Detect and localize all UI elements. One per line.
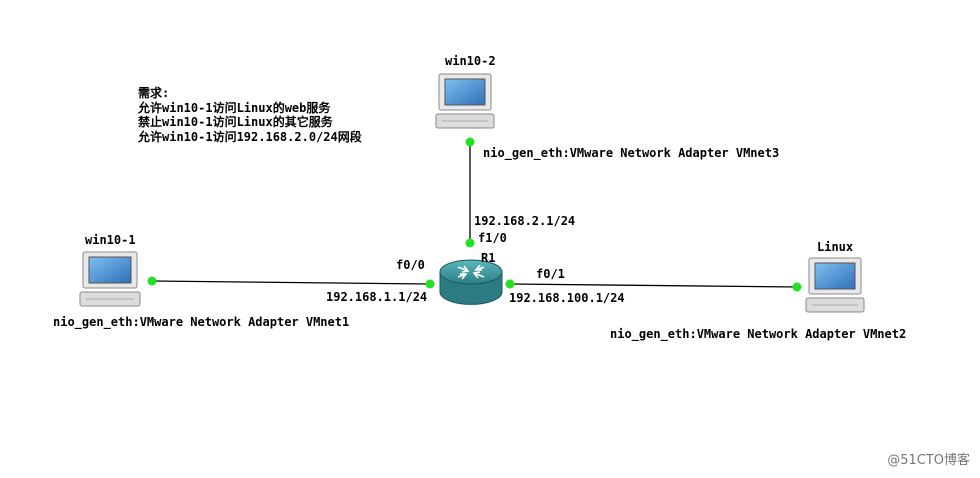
router-r1-icon[interactable] xyxy=(439,259,503,305)
requirements-note: 需求: 允许win10-1访问Linux的web服务 禁止win10-1访问Li… xyxy=(138,86,362,144)
port-dot-f0-0[interactable] xyxy=(425,279,435,289)
node-label-r1: R1 xyxy=(481,251,496,265)
port-dot-win10-1[interactable] xyxy=(147,276,157,286)
computer-win10-2-icon[interactable] xyxy=(435,73,495,129)
interface-port-f0-1: f0/1 xyxy=(536,267,565,281)
requirement-line: 允许win10-1访问192.168.2.0/24网段 xyxy=(138,129,362,144)
computer-linux-icon[interactable] xyxy=(805,257,865,313)
node-label-win10-2: win10-2 xyxy=(445,54,496,68)
requirements-title: 需求: xyxy=(138,86,170,100)
port-dot-win10-2[interactable] xyxy=(465,137,475,147)
adapter-label-win10-2: nio_gen_eth:VMware Network Adapter VMnet… xyxy=(483,146,780,160)
link-r1-linux[interactable] xyxy=(509,283,798,288)
requirement-line: 允许win10-1访问Linux的web服务 xyxy=(138,100,331,115)
interface-port-f1-0: f1/0 xyxy=(478,231,507,245)
interface-ip-f0-0: 192.168.1.1/24 xyxy=(326,290,428,304)
interface-ip-f0-1: 192.168.100.1/24 xyxy=(509,291,625,305)
adapter-label-linux: nio_gen_eth:VMware Network Adapter VMnet… xyxy=(610,327,907,341)
requirement-line: 禁止win10-1访问Linux的其它服务 xyxy=(138,115,333,129)
port-dot-linux[interactable] xyxy=(792,282,802,292)
adapter-label-win10-1: nio_gen_eth:VMware Network Adapter VMnet… xyxy=(53,315,350,329)
port-dot-f1-0[interactable] xyxy=(465,238,475,248)
watermark: @51CTO博客 xyxy=(887,453,970,468)
node-label-linux: Linux xyxy=(817,240,854,254)
node-label-win10-1: win10-1 xyxy=(85,233,136,247)
link-win10-1-r1[interactable] xyxy=(151,280,431,285)
interface-port-f0-0: f0/0 xyxy=(396,258,425,272)
computer-win10-1-icon[interactable] xyxy=(79,251,141,307)
interface-ip-f1-0: 192.168.2.1/24 xyxy=(474,214,576,228)
port-dot-f0-1[interactable] xyxy=(505,279,515,289)
